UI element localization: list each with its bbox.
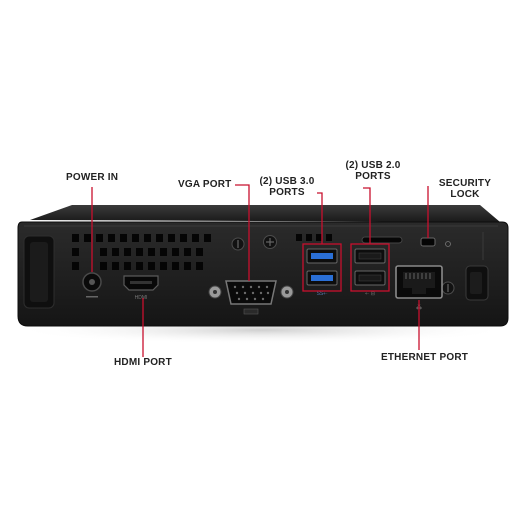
usb-3-label-line2: PORTS [269,187,305,198]
security-lock-label-line1: SECURITY [438,178,492,189]
usb2-callout-line [363,187,371,244]
vga-callout-line [235,184,250,281]
hdmi-port: HDMI [123,275,159,301]
power-in-jack [82,272,102,298]
chassis-top [30,205,500,222]
usb-2-label-line1: (2) USB 2.0 [345,160,401,171]
usb-2-ports: ⇠ ⊟ [354,248,386,297]
usb-3-label-line1: (2) USB 3.0 [259,176,315,187]
upper-vent [296,234,332,241]
panel-screws [231,235,455,295]
right-bracket [465,232,489,301]
callout-lines [91,184,429,357]
vent-grille [72,234,211,270]
power-in-label: POWER IN [66,172,119,183]
svg-text:SS⇠: SS⇠ [317,291,328,297]
svg-text:⇠ ⊟: ⇠ ⊟ [365,291,375,297]
usb-2-label: (2) USB 2.0 PORTS [344,160,402,182]
usb-3-ports: SS⇠ [306,248,338,297]
expansion-slot [361,236,403,244]
security-lock-label-line2: LOCK [450,189,480,200]
vga-port-label: VGA PORT [178,179,232,190]
security-lock-label: SECURITY LOCK [438,178,492,200]
vga-port [208,280,294,315]
usb-2-label-line2: PORTS [355,171,391,182]
usb-3-label: (2) USB 3.0 PORTS [258,176,316,198]
ethernet-port-label: ETHERNET PORT [381,352,469,363]
ethernet-port: ⁂ [395,265,443,311]
security-lock-slot [420,237,451,247]
usb3-callout-line [317,192,323,244]
hdmi-port-label: HDMI PORT [114,357,172,368]
svg-text:HDMI: HDMI [135,295,148,301]
